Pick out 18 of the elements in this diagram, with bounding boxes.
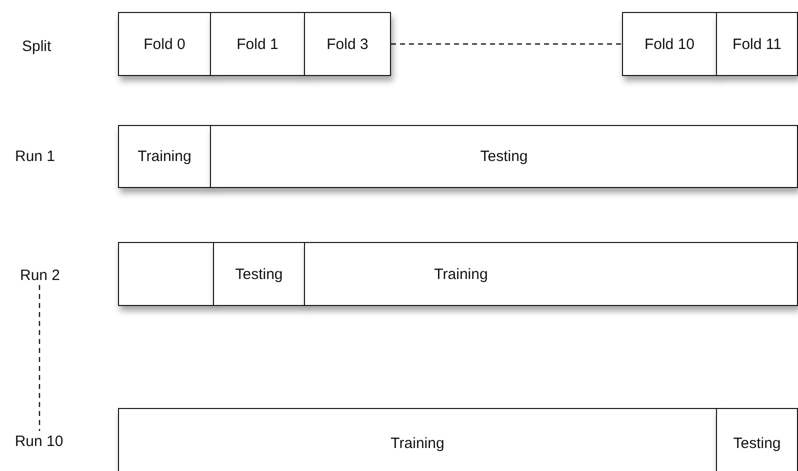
training-segment: Training [304, 242, 798, 306]
fold-box: Fold 1 [210, 12, 305, 76]
testing-segment: Testing [210, 125, 798, 188]
testing-segment: Testing [716, 408, 798, 471]
data-segment [118, 242, 214, 306]
row-label: Run 2 [17, 265, 63, 285]
training-segment: Training [118, 408, 717, 471]
row-label: Split [22, 38, 52, 55]
dashed-connector [38, 285, 40, 431]
fold-box: Fold 0 [118, 12, 211, 76]
testing-segment: Testing [213, 242, 305, 306]
dashed-connector [391, 43, 622, 45]
training-segment: Training [118, 125, 211, 188]
row-label: Run 1 [15, 148, 56, 165]
fold-box: Fold 11 [716, 12, 798, 76]
fold-box: Fold 3 [304, 12, 391, 76]
fold-box: Fold 10 [622, 12, 717, 76]
row-label: Run 10 [10, 431, 68, 451]
